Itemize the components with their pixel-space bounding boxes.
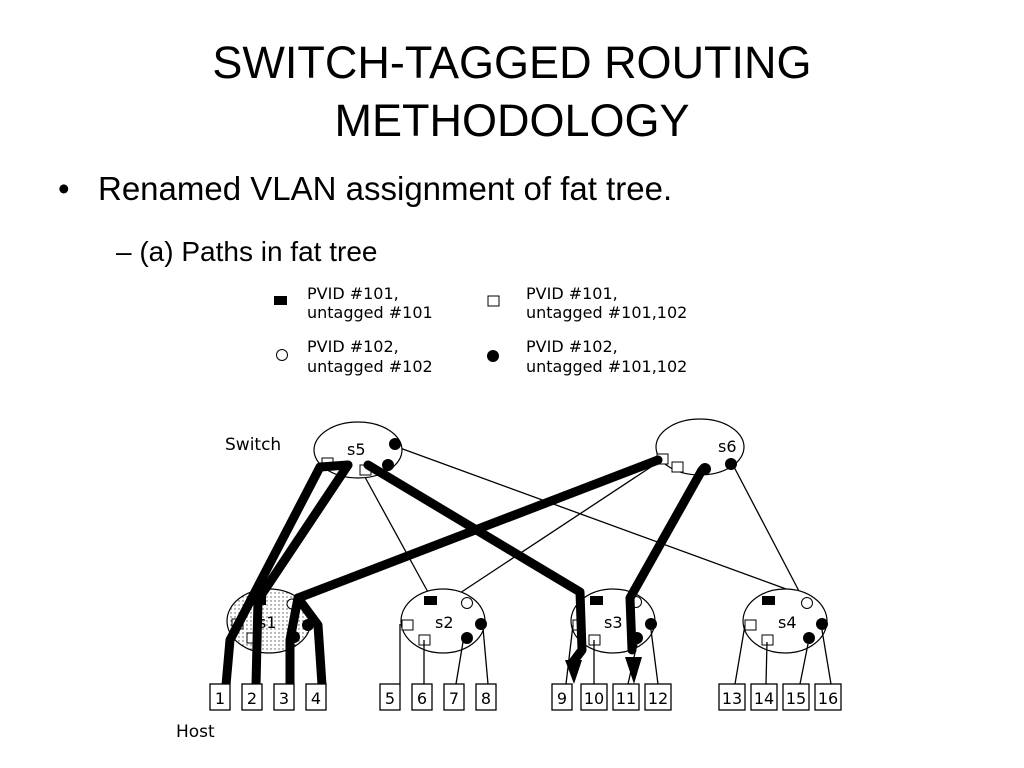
- legend-open-circle-icon: [276, 349, 288, 361]
- host-label: 10: [584, 689, 604, 708]
- path-s1-host4: [293, 593, 327, 690]
- slide-title-line-1: SWITCH-TAGGED ROUTING: [212, 37, 812, 88]
- legend-text: untagged #102: [307, 357, 433, 376]
- link-s6-s2: [459, 458, 664, 594]
- host-box: [209, 683, 231, 711]
- host-label: 14: [754, 689, 774, 708]
- arrow-down-icon: [625, 657, 642, 684]
- host-box: [475, 683, 497, 711]
- legend-text: untagged #101: [307, 303, 433, 322]
- legend-text: untagged #101,102: [526, 303, 687, 322]
- port-open-circle-icon: [801, 597, 813, 609]
- switch-label: s6: [718, 437, 737, 456]
- thin-links: [359, 447, 801, 595]
- host-label: 2: [247, 689, 257, 708]
- host-box: [814, 683, 842, 711]
- highlighted-paths: [221, 455, 707, 690]
- switch-label: s5: [347, 440, 366, 459]
- legend: PVID #101, untagged #101 PVID #101, unta…: [274, 284, 687, 376]
- slide-title: SWITCH-TAGGED ROUTING METHODOLOGY: [112, 34, 912, 150]
- host-box: [241, 683, 263, 711]
- link-s6-s4: [732, 464, 801, 594]
- port-open-square-icon: [401, 619, 414, 631]
- legend-text: PVID #102,: [307, 337, 399, 356]
- slide-title-line-2: METHODOLOGY: [334, 95, 690, 146]
- host-box: [305, 683, 327, 711]
- sub-bullet-item: – (a) Paths in fat tree: [116, 232, 377, 272]
- host-label: 4: [311, 689, 321, 708]
- host-box: [551, 683, 573, 711]
- legend-open-square-icon: [487, 295, 500, 307]
- port-filled-square-icon: [762, 596, 775, 605]
- legend-text: PVID #102,: [526, 337, 618, 356]
- port-filled-square-icon: [590, 596, 603, 605]
- host-box: [750, 683, 778, 711]
- port-filled-circle-icon: [645, 618, 657, 630]
- path-s5-host2: [251, 460, 353, 690]
- host-label: 8: [481, 689, 491, 708]
- switch-s4: s4: [742, 588, 828, 654]
- link-s5-s4: [399, 447, 798, 594]
- host-label: 12: [648, 689, 668, 708]
- host-label: 11: [616, 689, 636, 708]
- arrow-down-icon: [565, 660, 582, 684]
- host-box: [612, 683, 640, 711]
- host-label: 13: [722, 689, 742, 708]
- port-filled-circle-icon: [725, 458, 737, 470]
- host-caption: Host: [176, 722, 215, 742]
- host-label: 9: [557, 689, 567, 708]
- legend-text: PVID #101,: [526, 284, 618, 303]
- host-box: [273, 683, 295, 711]
- host-box: [379, 683, 401, 711]
- port-filled-circle-icon: [461, 632, 473, 644]
- bullet-item: • Renamed VLAN assignment of fat tree.: [58, 167, 672, 211]
- port-filled-circle-icon: [803, 632, 815, 644]
- port-filled-circle-icon: [816, 618, 828, 630]
- host-box: [411, 683, 433, 711]
- port-filled-circle-icon: [475, 618, 487, 630]
- host-label: 3: [279, 689, 289, 708]
- port-filled-square-icon: [424, 596, 437, 605]
- switch-label: s4: [778, 613, 797, 632]
- path-s6-host3: [285, 455, 663, 690]
- path-s6-host11: [625, 465, 707, 655]
- legend-filled-square-icon: [274, 296, 287, 305]
- host-box: [443, 683, 465, 711]
- host-label: 16: [818, 689, 838, 708]
- link-s5-s2: [359, 467, 430, 595]
- sub-bullet-text: – (a) Paths in fat tree: [116, 236, 378, 267]
- host-label: 1: [215, 689, 225, 708]
- bullet-dot: •: [58, 170, 70, 207]
- host-box: [580, 683, 608, 711]
- host-box: [718, 683, 746, 711]
- port-filled-circle-icon: [389, 438, 401, 450]
- switch-s2: s2: [400, 588, 487, 654]
- switch-label: s2: [435, 613, 454, 632]
- switch-caption: Switch: [225, 435, 281, 455]
- switch-label: s1: [258, 613, 277, 632]
- host-label: 15: [786, 689, 806, 708]
- legend-text: PVID #101,: [307, 284, 399, 303]
- legend-filled-circle-icon: [487, 350, 499, 362]
- legend-text: untagged #101,102: [526, 357, 687, 376]
- host-label: 6: [417, 689, 427, 708]
- port-open-square-icon: [671, 461, 684, 473]
- host-box: [644, 683, 672, 711]
- host-label: 7: [449, 689, 459, 708]
- host-label: 5: [385, 689, 395, 708]
- path-s5-host1: [221, 460, 353, 690]
- host-box: [782, 683, 810, 711]
- port-filled-circle-icon: [382, 459, 394, 471]
- port-open-circle-icon: [461, 597, 473, 609]
- switch-label: s3: [604, 613, 623, 632]
- port-open-square-icon: [744, 619, 757, 631]
- fat-tree-diagram: PVID #101, untagged #101 PVID #101, unta…: [176, 284, 842, 742]
- bullet-text: Renamed VLAN assignment of fat tree.: [98, 170, 673, 207]
